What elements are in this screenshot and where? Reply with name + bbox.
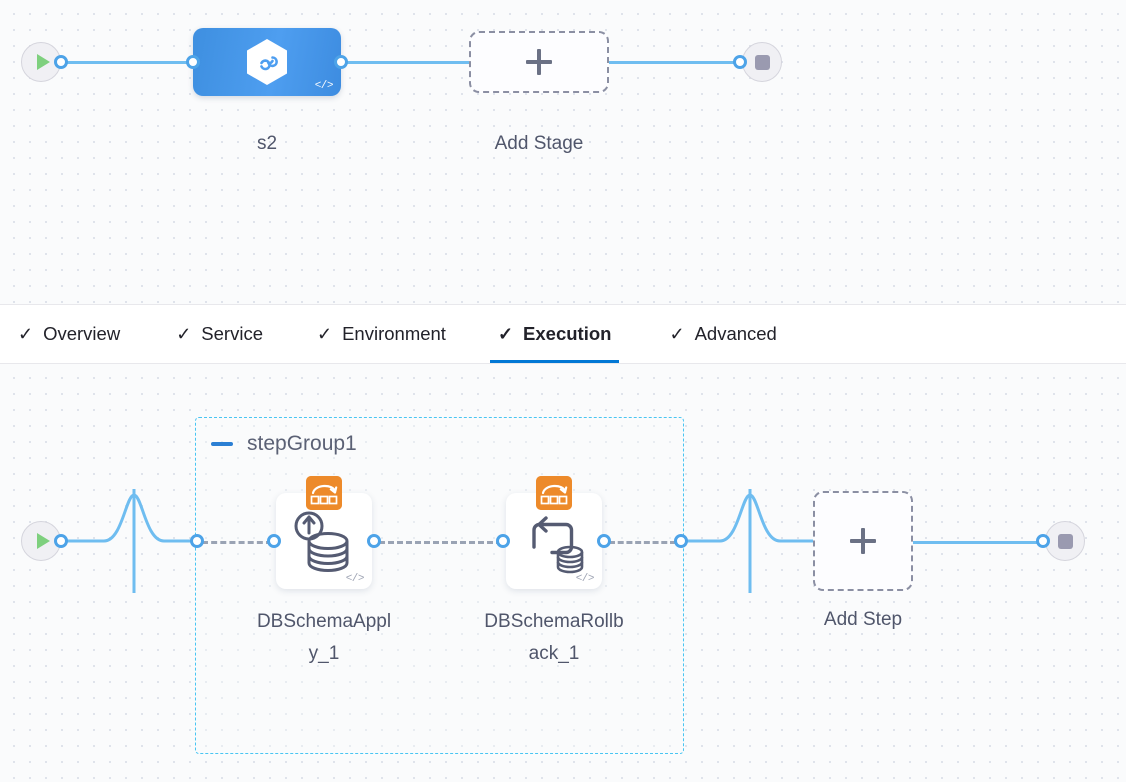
db-schema-apply-icon <box>294 511 349 573</box>
check-icon: ✓ <box>669 324 685 344</box>
step-node-dbschemarollback[interactable]: </> <box>506 476 602 589</box>
step-connector-step2-to-group-exit <box>609 540 676 544</box>
add-stage-label: Add Stage <box>494 133 584 154</box>
tab-execution[interactable]: ✓ Execution <box>489 305 620 363</box>
step1-code-badge-icon: </> <box>345 573 365 585</box>
stage-end-port[interactable] <box>733 55 747 69</box>
step-connector-group-to-step1 <box>202 540 272 544</box>
tab-environment-label: Environment <box>342 323 446 344</box>
step-start-port[interactable] <box>54 534 68 548</box>
tab-advanced-label: Advanced <box>694 323 777 344</box>
step-connector-end <box>913 540 1037 544</box>
execution-steps-canvas[interactable]: stepGroup1 <box>0 364 1126 782</box>
harness-step-badge-icon <box>536 476 572 510</box>
step-group-title: stepGroup1 <box>247 432 357 455</box>
step1-label-line2: y_1 <box>308 643 340 664</box>
tab-execution-label: Execution <box>523 323 612 344</box>
check-icon: ✓ <box>317 324 333 344</box>
step-connector-step1-to-step2 <box>379 540 502 544</box>
step-node-dbschemaapply[interactable]: </> <box>276 476 372 589</box>
check-icon: ✓ <box>176 324 192 344</box>
step1-port-left[interactable] <box>267 534 281 548</box>
plus-icon <box>526 49 552 75</box>
step2-code-badge-icon: </> <box>575 573 595 585</box>
stage-node-label: s2 <box>256 133 278 154</box>
stage-end-node[interactable] <box>742 42 782 82</box>
step-group-exit-port[interactable] <box>674 534 688 548</box>
step2-label-line2: ack_1 <box>528 643 580 664</box>
step-group-header[interactable]: stepGroup1 <box>211 432 357 456</box>
add-step-label: Add Step <box>823 609 903 630</box>
step-end-port[interactable] <box>1036 534 1050 548</box>
stage-config-tabs: ✓ Overview ✓ Service ✓ Environment ✓ Exe… <box>0 304 1126 364</box>
harness-cd-hexagon-icon <box>247 39 287 85</box>
stage-connector-add <box>346 60 470 64</box>
step-group-entry-port[interactable] <box>190 534 204 548</box>
tab-overview-label: Overview <box>43 323 121 344</box>
play-icon <box>36 54 50 70</box>
stage-connector-start <box>66 60 196 64</box>
stage-node-port-left[interactable] <box>186 55 200 69</box>
step1-label-line1: DBSchemaAppl <box>256 611 392 632</box>
tab-advanced[interactable]: ✓ Advanced <box>669 305 776 363</box>
step2-port-right[interactable] <box>597 534 611 548</box>
stop-icon <box>1057 533 1073 549</box>
minus-icon[interactable] <box>211 442 233 446</box>
stage-start-port[interactable] <box>54 55 68 69</box>
step-end-node[interactable] <box>1045 521 1085 561</box>
step2-label-line1: DBSchemaRollb <box>484 611 624 632</box>
tab-overview[interactable]: ✓ Overview <box>18 305 120 363</box>
step1-port-right[interactable] <box>367 534 381 548</box>
tab-service-label: Service <box>201 323 263 344</box>
check-icon: ✓ <box>497 324 514 344</box>
stage-node-s2[interactable]: </> <box>193 28 341 96</box>
harness-step-badge-icon <box>306 476 342 510</box>
db-schema-rollback-icon <box>532 516 584 574</box>
step-connector-start <box>62 489 198 593</box>
step-group-stepgroup1[interactable] <box>195 417 684 754</box>
plus-icon <box>850 528 876 554</box>
check-icon: ✓ <box>18 324 34 344</box>
play-icon <box>36 533 50 549</box>
stage-connector-end <box>609 60 749 64</box>
add-step-button[interactable] <box>813 491 913 591</box>
step1-label: DBSchemaAppl y_1 <box>240 606 408 670</box>
step2-port-left[interactable] <box>496 534 510 548</box>
add-stage-button[interactable] <box>469 31 609 93</box>
step2-label: DBSchemaRollb ack_1 <box>470 606 638 670</box>
stage-code-badge-icon: </> <box>314 80 334 92</box>
stop-icon <box>754 54 770 70</box>
tab-service[interactable]: ✓ Service <box>176 305 263 363</box>
pipeline-stage-canvas[interactable]: </> s2 Add Stage <box>0 0 1126 304</box>
step-connector-to-add-step <box>684 489 816 593</box>
tab-environment[interactable]: ✓ Environment <box>317 305 446 363</box>
stage-node-port-right[interactable] <box>334 55 348 69</box>
